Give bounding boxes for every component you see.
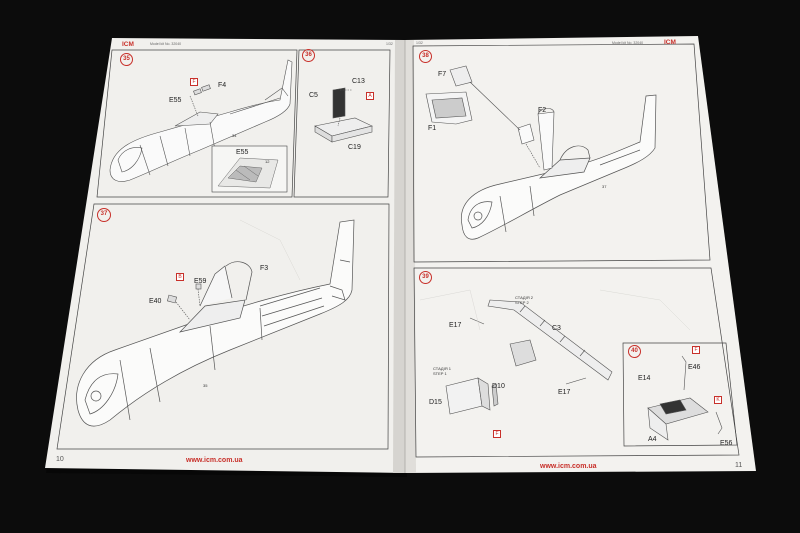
footer-url-left: www.icm.com.ua <box>186 457 243 464</box>
page-number-left: 10 <box>56 456 64 463</box>
part-label-e17-top: E17 <box>449 322 462 329</box>
step-40-number: 40 <box>628 345 641 358</box>
ref-35: 35 <box>203 383 208 388</box>
step-37-number: 37 <box>97 208 111 222</box>
step-2-label: STEP 2 <box>515 300 529 305</box>
part-label-e14: E14 <box>638 375 651 382</box>
part-label-d10: D10 <box>492 383 505 390</box>
step-39-number: 39 <box>419 271 432 284</box>
right-page <box>405 36 756 473</box>
page-number-right: 11 <box>735 462 743 469</box>
part-label-c13: C13 <box>352 78 365 85</box>
footer-url-right: www.icm.com.ua <box>540 463 597 470</box>
step-1-label: STEP 1 <box>433 371 447 376</box>
step-38-number: 38 <box>419 50 432 63</box>
part-callout-k: K <box>714 396 722 404</box>
kit-number-left: Model kit No. 32040 <box>150 42 182 46</box>
part-callout-f-40: F <box>692 346 700 354</box>
step-39-panel <box>413 267 740 458</box>
part-label-e17-bottom: E17 <box>558 389 571 396</box>
part-label-f2: F2 <box>538 107 547 114</box>
kit-number-right: Model kit No. 32040 <box>612 41 644 45</box>
ref-34: 34 <box>232 133 237 138</box>
stage-1-label: СТАДІЯ 1 <box>433 366 451 371</box>
scale-left: 1/32 <box>386 42 393 46</box>
step-35-number: 35 <box>120 53 133 66</box>
ref-37: 37 <box>602 184 607 189</box>
step-40-panel <box>622 342 738 447</box>
part-label-f3: F3 <box>260 265 269 272</box>
part-callout-b: B <box>176 273 184 281</box>
part-label-e56: E56 <box>720 440 733 447</box>
part-label-e55-inset: E55 <box>236 149 249 156</box>
step-36-drawing <box>314 87 373 143</box>
part-callout-f: F <box>190 78 198 86</box>
part-label-f4: F4 <box>218 82 227 89</box>
ref-12: 12 <box>265 159 270 164</box>
step-40-pedals-drawing <box>647 355 723 441</box>
step-35-panel <box>96 49 298 198</box>
brand-logo-right: ICM <box>664 39 676 46</box>
part-callout-f-39: F <box>493 430 501 438</box>
scale-right: 1/32 <box>416 41 423 45</box>
step-38-fuselage-drawing <box>460 94 657 240</box>
part-label-f1: F1 <box>428 125 437 132</box>
part-label-e55: E55 <box>169 97 182 104</box>
part-label-c19: C19 <box>348 144 361 151</box>
part-label-c3: C3 <box>552 325 561 332</box>
step-39-frame-drawing <box>445 299 613 415</box>
part-label-e40: E40 <box>149 298 162 305</box>
step-38-panel <box>412 43 711 263</box>
step-36-panel <box>293 49 391 198</box>
brand-logo-left: ICM <box>122 41 134 48</box>
part-label-c5: C5 <box>309 92 318 99</box>
part-label-d15: D15 <box>429 399 442 406</box>
part-label-e59: E59 <box>194 278 207 285</box>
part-label-f7: F7 <box>438 71 447 78</box>
step-38-inset-parts <box>425 65 521 131</box>
stage-2-label: СТАДІЯ 2 <box>515 295 533 300</box>
step-36-number: 36 <box>302 49 315 62</box>
part-label-e46: E46 <box>688 364 701 371</box>
part-label-a4: A4 <box>648 436 657 443</box>
step-37-panel <box>56 203 390 450</box>
step-37-fuselage-drawing <box>76 219 355 427</box>
part-callout-a: A <box>366 92 374 100</box>
step-35-fuselage-drawing <box>109 59 293 182</box>
